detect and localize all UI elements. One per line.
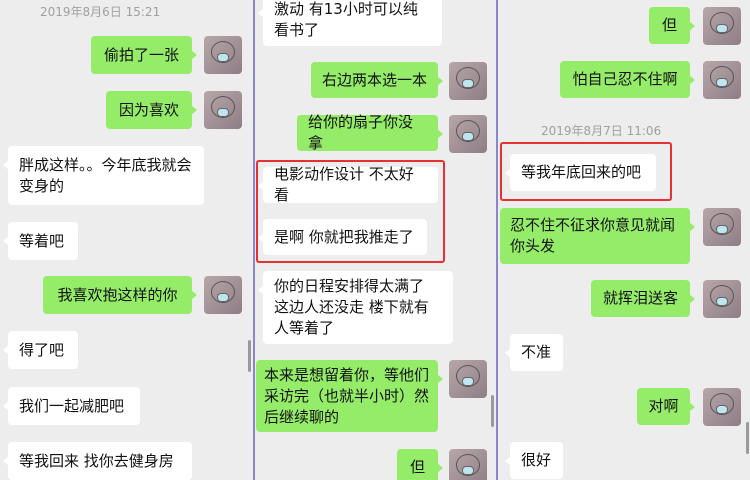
message-bubble[interactable]: 忍不住不征求你意见就闻你头发 <box>500 208 695 264</box>
message-bubble[interactable]: 偷拍了一张 <box>91 36 197 74</box>
avatar[interactable] <box>703 208 741 246</box>
avatar[interactable] <box>204 276 242 314</box>
highlight-box <box>256 160 445 263</box>
message-bubble[interactable]: 但 <box>649 7 695 44</box>
timestamp: 2019年8月6日 15:21 <box>40 5 161 19</box>
message-bubble[interactable]: 等我回来 找你去健身房 <box>3 442 192 480</box>
avatar[interactable] <box>204 36 242 74</box>
avatar[interactable] <box>449 62 487 100</box>
chat-panel-1: 2019年8月6日 15:21 偷拍了一张 因为喜欢 胖成这样。。今年底我就会变… <box>0 0 253 480</box>
message-bubble[interactable]: 是啊 你就把我推走了 <box>258 219 427 255</box>
avatar[interactable] <box>204 91 242 129</box>
chat-panel-3: 但 怕自己忍不住啊 2019年8月7日 11:06 等我年底回来的吧 忍不住不征… <box>498 0 750 480</box>
message-bubble[interactable]: 但 <box>397 449 443 480</box>
scrollbar[interactable] <box>746 422 749 454</box>
avatar[interactable] <box>703 280 741 318</box>
message-bubble[interactable]: 等着吧 <box>3 222 78 260</box>
avatar[interactable] <box>449 115 487 153</box>
message-bubble[interactable]: 给你的扇子你没拿 <box>297 113 443 152</box>
message-bubble[interactable]: 电影动作设计 不太好看 <box>258 165 438 204</box>
scrollbar[interactable] <box>248 340 251 372</box>
highlight-box <box>500 142 672 201</box>
avatar[interactable] <box>703 7 741 45</box>
message-bubble[interactable]: 等我年底回来的吧 <box>505 154 656 191</box>
message-bubble[interactable]: 你的日程安排得太满了 这边人还没走 楼下就有人等着了 <box>258 271 453 344</box>
avatar[interactable] <box>703 388 741 426</box>
message-bubble[interactable]: 右边两本选一本 <box>311 62 443 98</box>
message-bubble[interactable]: 因为喜欢 <box>106 91 197 129</box>
message-bubble[interactable]: 很好 <box>505 442 563 479</box>
panel-divider <box>496 0 498 480</box>
panel-divider <box>253 0 255 480</box>
message-bubble[interactable]: 就挥泪送客 <box>591 280 695 317</box>
message-bubble[interactable]: 激动 有13小时可以纯看书了 <box>258 0 442 46</box>
avatar[interactable] <box>703 61 741 99</box>
message-bubble[interactable]: 怕自己忍不住啊 <box>560 61 695 98</box>
avatar[interactable] <box>449 449 487 480</box>
chat-panel-2: 激动 有13小时可以纯看书了 右边两本选一本 给你的扇子你没拿 电影动作设计 不… <box>255 0 496 480</box>
timestamp: 2019年8月7日 11:06 <box>541 124 662 138</box>
avatar[interactable] <box>449 360 487 398</box>
message-bubble[interactable]: 对啊 <box>637 388 695 425</box>
scrollbar[interactable] <box>491 395 494 427</box>
message-bubble[interactable]: 胖成这样。。今年底我就会变身的 <box>3 146 204 205</box>
message-bubble[interactable]: 得了吧 <box>3 331 78 369</box>
message-bubble[interactable]: 我们一起减肥吧 <box>3 387 140 425</box>
message-bubble[interactable]: 本来是想留着你，等他们采访完（也就半小时）然后继续聊的 <box>256 360 443 432</box>
message-bubble[interactable]: 我喜欢抱这样的你 <box>43 276 197 314</box>
message-bubble[interactable]: 不准 <box>505 334 563 371</box>
